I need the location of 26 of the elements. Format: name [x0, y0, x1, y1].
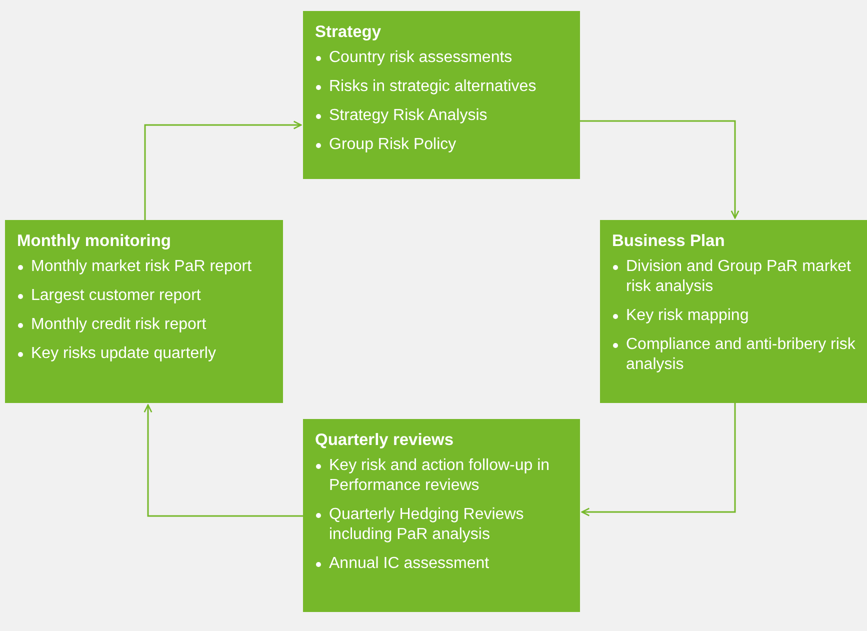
arrow: [144, 120, 302, 220]
bullet-item: Largest customer report: [31, 287, 201, 304]
arrow: [581, 403, 736, 516]
box-heading: Quarterly reviews: [315, 431, 454, 450]
box-heading: Business Plan: [612, 232, 725, 251]
bullet-item: Key risk and action follow-up in Performance reviews: [329, 457, 550, 494]
bullet-item: Group Risk Policy: [329, 136, 456, 153]
arrow: [580, 120, 740, 219]
bullet-item: Country risk assessments: [329, 49, 512, 66]
box-heading: Strategy: [315, 23, 382, 42]
bullet-item: Risks in strategic alternatives: [329, 78, 536, 95]
bullet-item: Monthly credit risk report: [31, 316, 206, 333]
bullet-item: Quarterly Hedging Reviews including PaR analysis: [329, 506, 524, 543]
bullet-item: Compliance and anti-bribery risk analysis: [626, 336, 856, 373]
bullet-item: Monthly market risk PaR report: [31, 258, 252, 275]
box-heading: Monthly monitoring: [17, 232, 171, 251]
bullet-item: Key risks update quarterly: [31, 345, 216, 362]
bullet-item: Division and Group PaR market risk analysis: [626, 258, 851, 295]
process-box: [303, 11, 580, 179]
process-box: [600, 220, 867, 403]
process-box: [5, 220, 283, 403]
bullet-item: Annual IC assessment: [329, 555, 490, 572]
process-box: [303, 419, 580, 612]
arrow: [144, 404, 303, 517]
bullet-item: Strategy Risk Analysis: [329, 107, 488, 124]
bullet-item: Key risk mapping: [626, 307, 749, 324]
